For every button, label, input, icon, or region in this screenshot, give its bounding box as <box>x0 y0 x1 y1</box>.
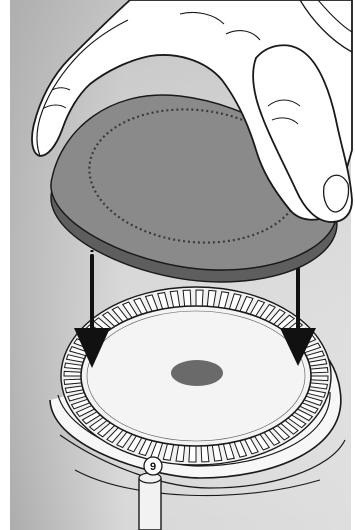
left-border-strip <box>0 0 10 530</box>
burner-tooth <box>64 371 81 376</box>
callout-9-badge: 9 <box>144 457 162 475</box>
igniter-electrode <box>139 473 161 530</box>
burner-tooth <box>310 368 328 373</box>
burner-tooth <box>201 446 209 462</box>
burner-tooth <box>64 379 82 384</box>
burner-center-dot <box>171 360 223 386</box>
burner-tooth <box>311 376 328 381</box>
burner-tooth <box>196 290 203 306</box>
callout-9-label: 9 <box>150 461 156 473</box>
burner-tooth <box>189 446 196 462</box>
burner-tooth <box>183 290 191 306</box>
